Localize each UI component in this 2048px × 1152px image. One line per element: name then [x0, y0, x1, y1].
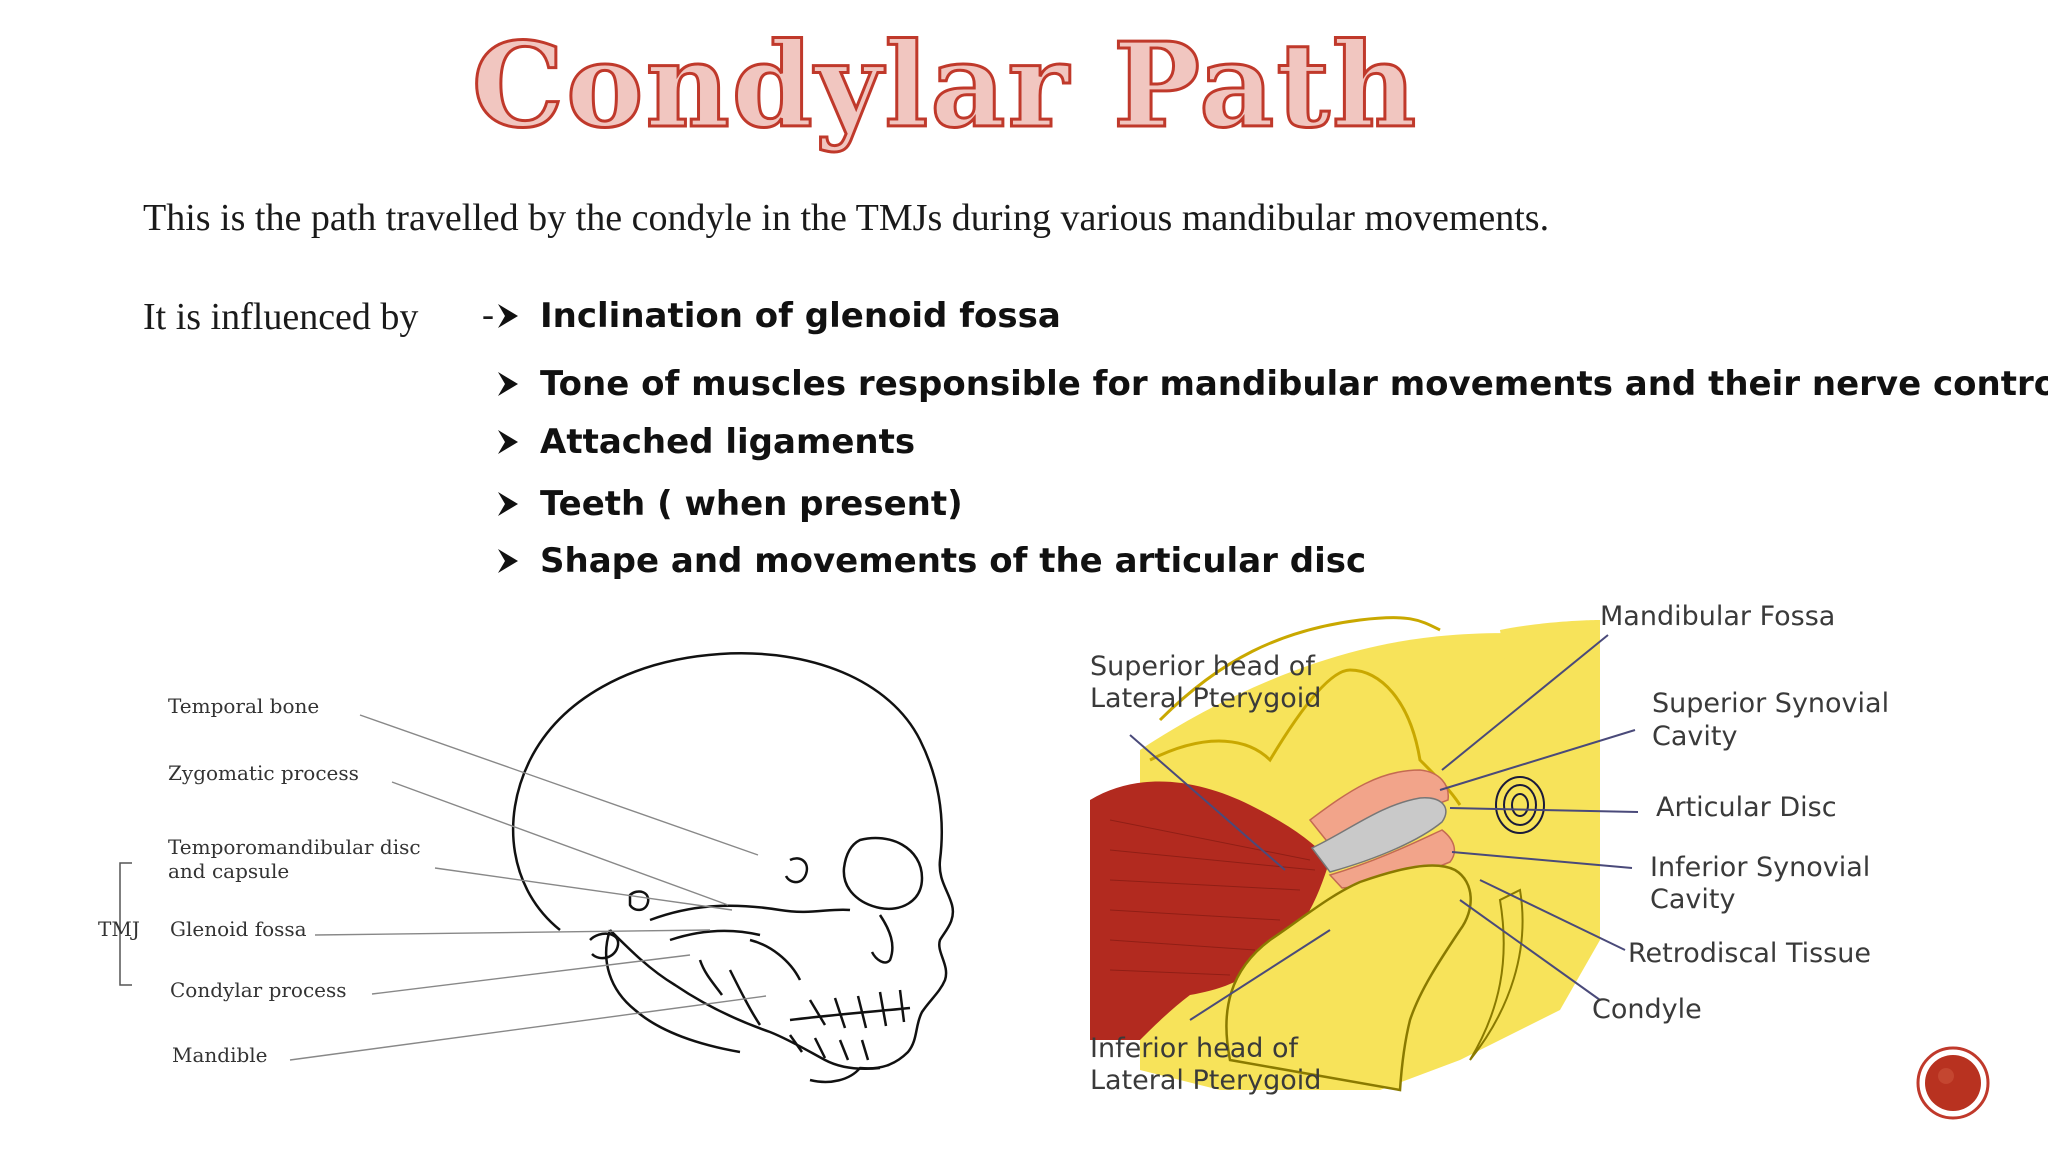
- factor-text: Inclination of glenoid fossa: [540, 296, 1061, 336]
- condyle: [1225, 864, 1472, 1092]
- arrow-bullet-icon: [498, 549, 518, 573]
- tmj-cross-section-diagram: Superior head of Lateral Pterygoid Mandi…: [1090, 601, 1889, 1096]
- factor-item: Attached ligaments: [496, 422, 915, 462]
- label-temporal-bone: Temporal bone: [168, 694, 319, 718]
- factor-text: Tone of muscles responsible for mandibul…: [540, 364, 2048, 404]
- eye-socket-outline: [842, 836, 924, 911]
- label-condyle: Condyle: [1592, 994, 1702, 1025]
- label-mandibular-fossa: Mandibular Fossa: [1600, 601, 1835, 632]
- label-inferior-synovial-line1: Inferior Synovial: [1650, 852, 1870, 883]
- label-tm-disc-line1: Temporomandibular disc: [168, 835, 421, 859]
- articular-disc: [1310, 797, 1447, 873]
- skull-diagram: Temporal bone Zygomatic process Temporom…: [98, 652, 955, 1084]
- label-glenoid-fossa: Glenoid fossa: [170, 917, 307, 941]
- label-inferior-head-line1: Inferior head of: [1090, 1033, 1300, 1064]
- influenced-by-label: It is influenced by: [143, 296, 419, 338]
- factor-text: Attached ligaments: [540, 422, 916, 462]
- mandible-outline: [609, 929, 881, 1070]
- label-retrodiscal-tissue: Retrodiscal Tissue: [1628, 938, 1871, 969]
- lateral-pterygoid-muscle: [1090, 781, 1330, 1040]
- arrow-bullet-icon: [498, 304, 518, 328]
- label-inferior-head-line2: Lateral Pterygoid: [1090, 1065, 1321, 1096]
- label-inferior-synovial-line2: Cavity: [1650, 884, 1735, 915]
- decorative-circle-badge: [1916, 1046, 1990, 1120]
- label-tmj: TMJ: [98, 917, 140, 941]
- label-mandible: Mandible: [172, 1043, 268, 1067]
- arrow-bullet-icon: [498, 430, 518, 454]
- label-superior-synovial-line2: Cavity: [1652, 721, 1737, 752]
- label-condylar-process: Condylar process: [170, 978, 347, 1002]
- superior-synovial-cavity: [1308, 769, 1449, 846]
- label-zygomatic-process: Zygomatic process: [168, 761, 359, 785]
- factor-text: Teeth ( when present): [540, 484, 963, 524]
- slide-title: Condylar Path: [470, 17, 1419, 156]
- factor-text: Shape and movements of the articular dis…: [540, 541, 1367, 581]
- factor-item: Shape and movements of the articular dis…: [496, 541, 1366, 581]
- label-articular-disc: Articular Disc: [1656, 792, 1837, 823]
- skull-outline: [511, 652, 955, 1084]
- arrow-bullet-icon: [498, 372, 518, 396]
- label-tm-disc-line2: and capsule: [168, 859, 289, 883]
- label-superior-head-line2: Lateral Pterygoid: [1090, 683, 1321, 714]
- factor-item: Tone of muscles responsible for mandibul…: [496, 364, 2048, 404]
- arrow-bullet-icon: [498, 492, 518, 516]
- influenced-dash: -: [482, 294, 494, 334]
- label-superior-synovial-line1: Superior Synovial: [1652, 688, 1889, 719]
- intro-text: This is the path travelled by the condyl…: [143, 197, 1550, 239]
- factor-item: Inclination of glenoid fossa: [496, 296, 1061, 336]
- factor-item: Teeth ( when present): [496, 484, 963, 524]
- label-superior-head-line1: Superior head of: [1090, 651, 1316, 682]
